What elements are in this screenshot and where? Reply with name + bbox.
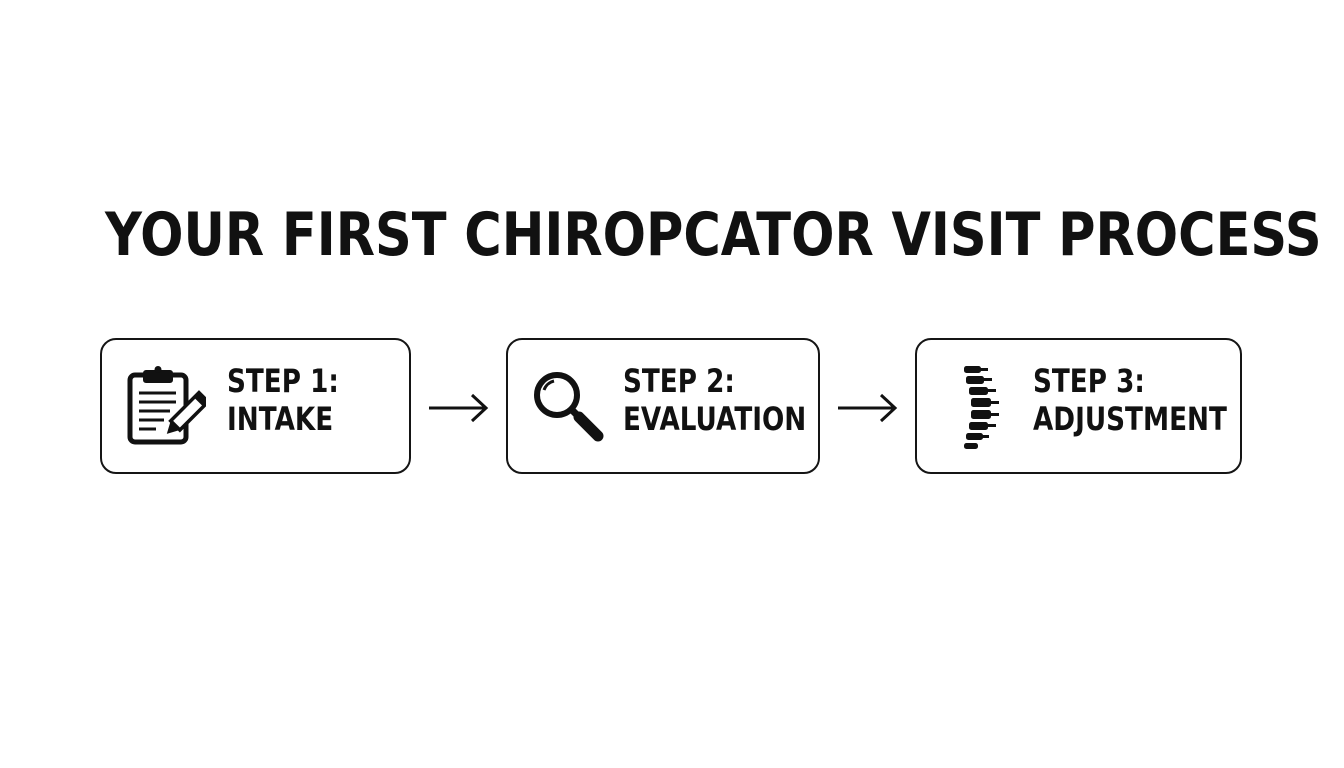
step-2-name: EVALUATION xyxy=(623,400,807,438)
step-1-label: STEP 1: xyxy=(227,362,339,400)
step-evaluation-box: STEP 2: EVALUATION xyxy=(506,338,820,474)
spine-icon xyxy=(964,366,999,449)
step-3-label: STEP 3: xyxy=(1033,362,1145,400)
diagram-title: YOUR FIRST CHIROPCATOR VISIT PROCESS xyxy=(105,200,1322,270)
step-3-name: ADJUSTMENT xyxy=(1033,400,1227,438)
step-adjustment-box: STEP 3: ADJUSTMENT xyxy=(915,338,1242,474)
clipboard-pencil-icon xyxy=(127,366,206,445)
arrow-right-icon xyxy=(429,393,489,423)
step-2-label: STEP 2: xyxy=(623,362,735,400)
arrow-right-icon xyxy=(838,393,898,423)
magnifying-glass-icon xyxy=(534,372,604,442)
step-intake-box: STEP 1: INTAKE xyxy=(100,338,411,474)
step-1-name: INTAKE xyxy=(227,400,334,438)
